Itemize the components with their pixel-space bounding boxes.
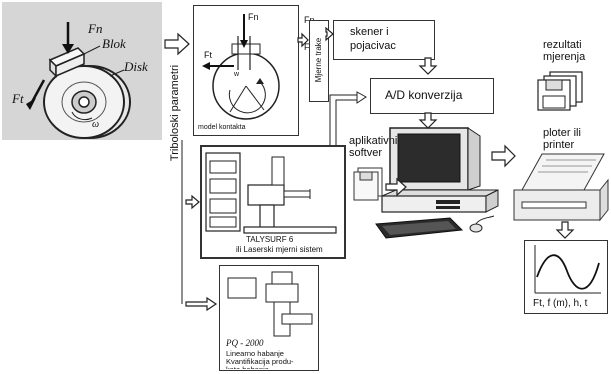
floppy-icon bbox=[353, 167, 383, 201]
skener-line2: pojacivac bbox=[350, 40, 396, 52]
pq-line1: Linearno habanje bbox=[226, 349, 284, 358]
rezultati-line1: rezultati bbox=[543, 39, 582, 51]
tribometer-illustration: Fn Blok Disk Ft ω bbox=[2, 2, 162, 140]
talysurf-line2: ili Laserski mjerni sistem bbox=[236, 245, 323, 254]
talysurf-drawing bbox=[205, 152, 337, 234]
pq-line2: Kvantifikacija produ- bbox=[226, 357, 294, 366]
ad-box: A/D konverzija bbox=[370, 78, 494, 114]
ploter-line1: ploter ili bbox=[543, 127, 581, 139]
ad-label: A/D konverzija bbox=[385, 88, 463, 102]
ft-label: Ft bbox=[12, 91, 24, 106]
aplikativni-line2: softver bbox=[349, 147, 383, 159]
pq-drawing bbox=[227, 271, 313, 337]
printer-icon bbox=[513, 153, 609, 222]
tribometer-drawing bbox=[26, 22, 131, 139]
talysurf-box: TALYSURF 6 ili Laserski mjerni sistem bbox=[200, 145, 346, 259]
pq-box: PQ - 2000 Linearno habanje Kvantifikacij… bbox=[219, 265, 319, 371]
skener-box: skener i pojacivac bbox=[333, 20, 435, 60]
fn-label: Fn bbox=[88, 21, 103, 36]
aplikativni-line1: aplikativni bbox=[349, 135, 398, 147]
model-box: Fn Ft w model kontakta bbox=[193, 5, 299, 136]
mjerne-trake-box: Mjerne trake bbox=[309, 20, 329, 102]
model-w: w bbox=[234, 71, 240, 78]
computer-icon bbox=[375, 127, 499, 239]
pq-line3: kata habanja bbox=[226, 366, 269, 369]
graph-caption: Ft, f (m), h, t bbox=[533, 298, 588, 309]
talysurf-line1: TALYSURF 6 bbox=[246, 235, 294, 244]
model-fn: Fn bbox=[248, 12, 259, 22]
mjerne-ft: Ft bbox=[304, 42, 312, 52]
model-ft: Ft bbox=[204, 50, 212, 60]
rezultati-line2: mjerenja bbox=[543, 51, 586, 63]
floppy-stack-icon bbox=[537, 71, 583, 111]
ploter-line2: printer bbox=[543, 139, 575, 151]
skener-line1: skener i bbox=[350, 26, 389, 38]
sine-graph bbox=[534, 245, 601, 294]
omega-label: ω bbox=[92, 119, 100, 130]
graph-box: Ft, f (m), h, t bbox=[524, 240, 608, 314]
model-drawing bbox=[202, 14, 280, 120]
pq-model: PQ - 2000 bbox=[226, 338, 264, 348]
model-caption: model kontakta bbox=[198, 124, 246, 131]
disk-label: Disk bbox=[124, 59, 148, 74]
blok-label: Blok bbox=[102, 36, 126, 51]
